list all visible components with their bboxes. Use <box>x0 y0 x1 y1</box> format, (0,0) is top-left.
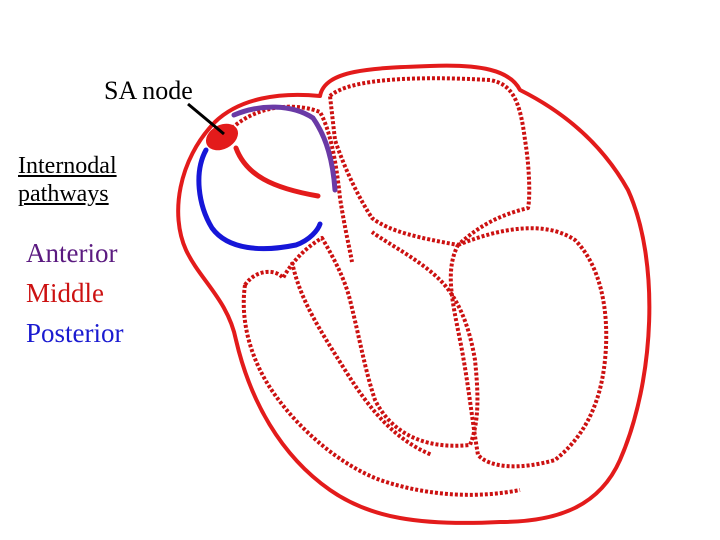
sa-node-label: SA node <box>104 78 193 104</box>
legend-posterior: Posterior <box>26 313 124 353</box>
legend-anterior: Anterior <box>26 233 124 273</box>
pathway-legend: Anterior Middle Posterior <box>26 233 124 353</box>
internodal-label-line1: Internodal <box>18 152 117 180</box>
posterior-pathway <box>199 150 320 249</box>
internodal-label-line2: pathways <box>18 180 117 208</box>
left-atrium-wall <box>330 78 529 245</box>
internodal-pathways-label: Internodal pathways <box>18 152 117 208</box>
middle-pathway <box>236 148 318 196</box>
heart-outer-outline <box>178 66 649 523</box>
left-ventricle-wall <box>451 228 606 466</box>
right-ventricle-wall <box>245 232 477 446</box>
interventricular-septum <box>292 262 432 455</box>
inner-chamber-walls <box>232 78 606 495</box>
legend-middle: Middle <box>26 273 124 313</box>
anterior-pathway <box>234 107 335 190</box>
